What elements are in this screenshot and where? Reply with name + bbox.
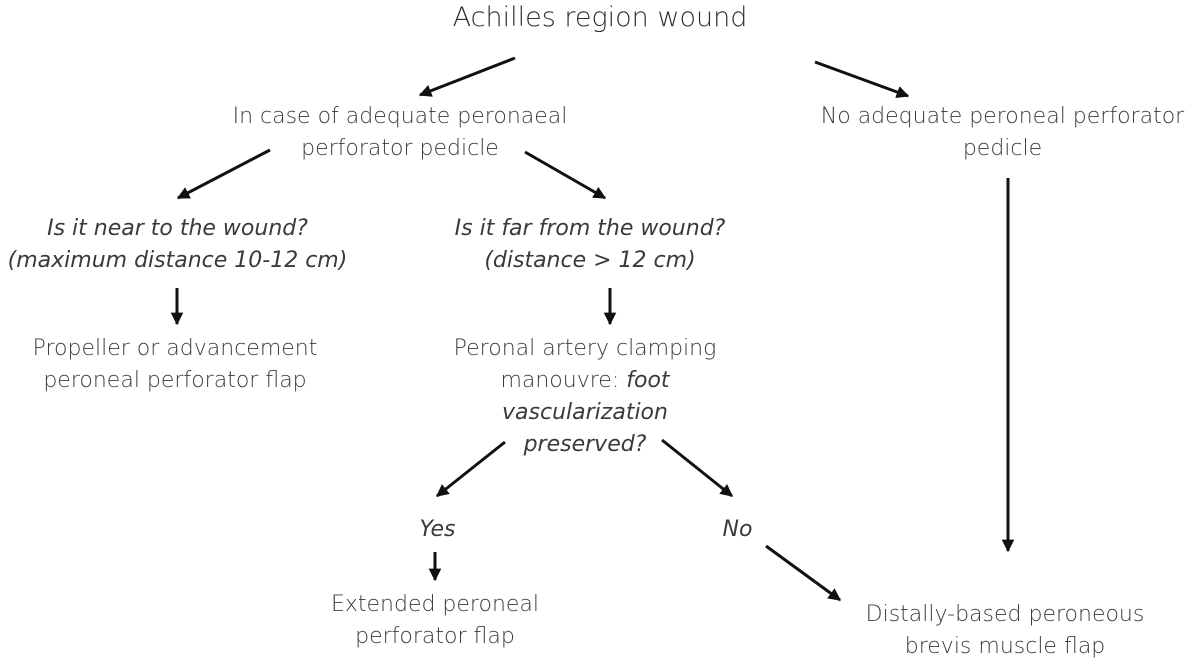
near-line2: (maximum distance 10-12 cm) bbox=[7, 248, 348, 273]
arrow-title-to-no-adequate bbox=[814, 60, 910, 99]
no-adequate-line2: pedicle bbox=[962, 136, 1043, 161]
far-line2: (distance > 12 cm) bbox=[484, 248, 696, 273]
yes-text: Yes bbox=[419, 517, 456, 542]
distal-line2: brevis muscle flap bbox=[904, 634, 1106, 659]
node-question-far: Is it far from the wound? (distance > 12… bbox=[430, 213, 750, 277]
extended-line1: Extended peroneal bbox=[330, 592, 540, 617]
extended-line2: perforator flap bbox=[355, 624, 515, 649]
propeller-line2: peroneal perforator flap bbox=[43, 368, 307, 393]
node-question-near: Is it near to the wound? (maximum distan… bbox=[0, 213, 355, 277]
node-result-propeller: Propeller or advancement peroneal perfor… bbox=[10, 333, 340, 397]
adequate-line2: perforator pedicle bbox=[301, 136, 499, 161]
node-adequate-pedicle: In case of adequate peronaeal perforator… bbox=[200, 101, 600, 165]
arrow-no-to-distal bbox=[765, 544, 842, 602]
clamping-line4: preserved? bbox=[523, 432, 647, 457]
node-result-distal: Distally-based peroneous brevis muscle f… bbox=[835, 599, 1175, 663]
arrow-clamping-to-no bbox=[661, 438, 733, 498]
no-adequate-line1: No adequate peroneal perforator bbox=[820, 104, 1185, 129]
propeller-line1: Propeller or advancement bbox=[32, 336, 318, 361]
node-result-extended: Extended peroneal perforator flap bbox=[300, 589, 570, 653]
distal-line1: Distally-based peroneous bbox=[865, 602, 1145, 627]
adequate-line1: In case of adequate peronaeal bbox=[232, 104, 568, 129]
near-line1: Is it near to the wound? bbox=[47, 216, 308, 241]
title-text: Achilles region wound bbox=[452, 2, 748, 33]
clamping-line2: manouvre: foot bbox=[430, 365, 740, 397]
diagram-title: Achilles region wound bbox=[450, 0, 750, 36]
clamping-line3: vascularization bbox=[502, 400, 668, 425]
arrow-clamping-to-yes bbox=[436, 440, 506, 498]
far-line1: Is it far from the wound? bbox=[454, 216, 726, 241]
arrow-adequate-to-far bbox=[524, 150, 607, 200]
arrow-adequate-to-near bbox=[176, 148, 271, 200]
node-no-adequate-pedicle: No adequate peroneal perforator pedicle bbox=[805, 101, 1200, 165]
arrow-title-to-adequate bbox=[418, 56, 516, 97]
no-text: No bbox=[722, 517, 753, 542]
answer-no: No bbox=[705, 514, 770, 546]
answer-yes: Yes bbox=[400, 514, 475, 546]
clamping-line2-plain: manouvre: bbox=[500, 368, 627, 393]
clamping-line2-italic: foot bbox=[626, 368, 670, 393]
node-clamping-manoeuvre: Peronal artery clamping manouvre: foot v… bbox=[430, 333, 740, 461]
clamping-line1: Peronal artery clamping bbox=[453, 336, 717, 361]
